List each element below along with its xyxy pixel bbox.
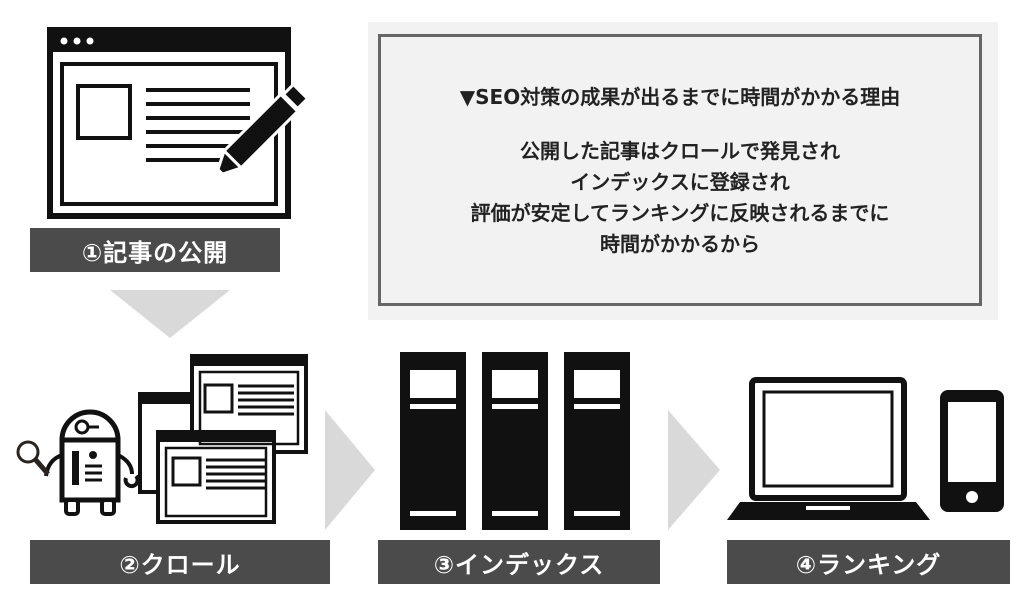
reason-note-box: ▼SEO対策の成果が出るまでに時間がかかる理由 公開した記事はクロールで発見され… <box>368 22 998 320</box>
note-line: インデックスに登録され <box>570 169 790 194</box>
step-label-crawl: ②クロール <box>30 540 330 584</box>
step-label-index: ③インデックス <box>378 540 660 584</box>
step-label-ranking: ④ランキング <box>727 540 1010 584</box>
step-label-publish: ①記事の公開 <box>30 228 280 272</box>
note-line: 評価が安定してランキングに反映されるまでに <box>470 200 890 225</box>
note-line: 時間がかかるから <box>600 231 760 256</box>
magnifier-icon <box>16 440 50 476</box>
note-title: ▼SEO対策の成果が出るまでに時間がかかる理由 <box>459 84 901 109</box>
note-line: 公開した記事はクロールで発見され <box>520 138 840 163</box>
pencil-icon <box>213 82 310 179</box>
